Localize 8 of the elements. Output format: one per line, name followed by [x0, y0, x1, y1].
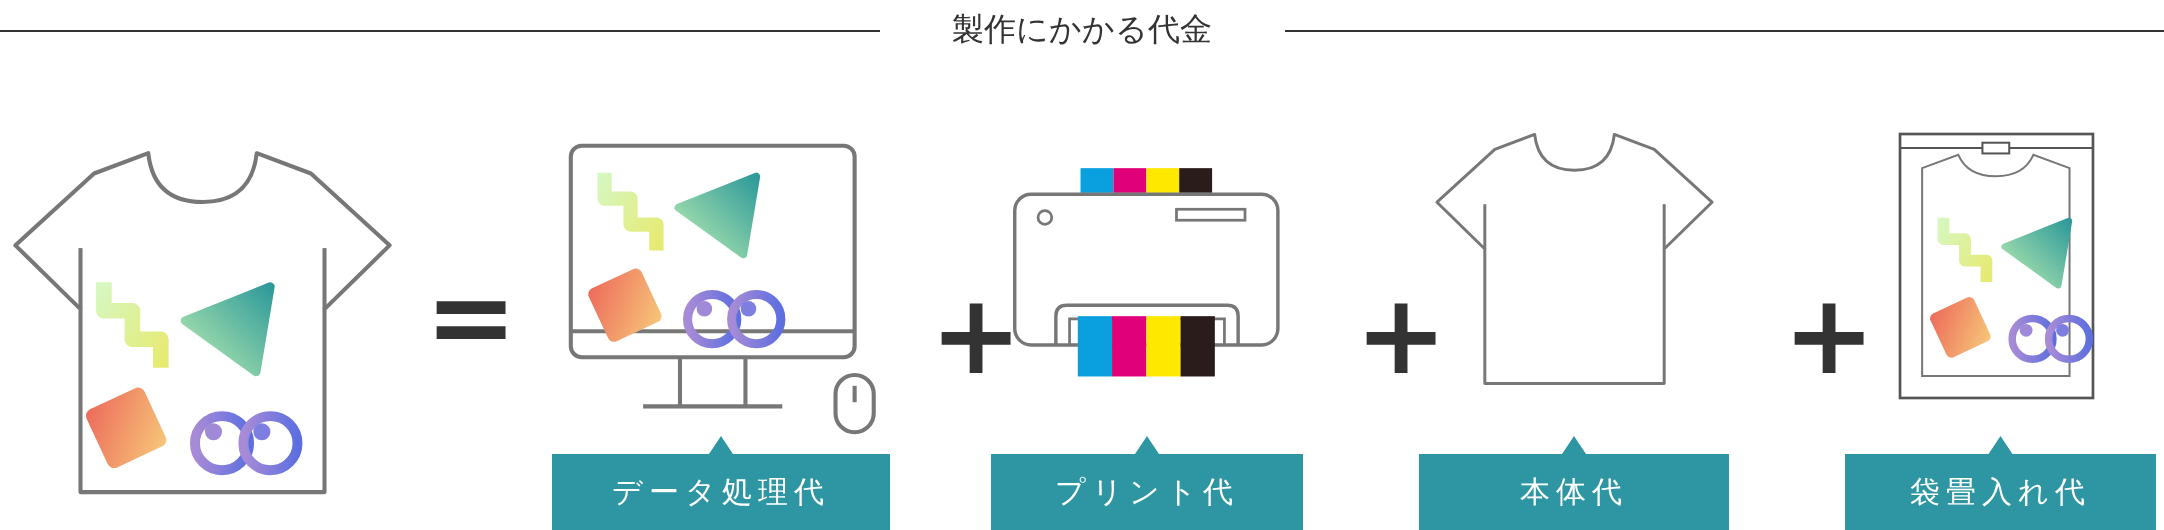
price-label: 袋畳入れ代 — [1845, 434, 2156, 530]
price-label: 本体代 — [1419, 434, 1729, 530]
plus-sign: + — [1355, 280, 1448, 390]
price-label: プリント代 — [991, 434, 1303, 530]
plus-sign: + — [930, 280, 1023, 390]
price-label: データ処理代 — [552, 434, 890, 530]
plus-sign: + — [1783, 280, 1876, 390]
equals-sign: = — [425, 262, 518, 372]
